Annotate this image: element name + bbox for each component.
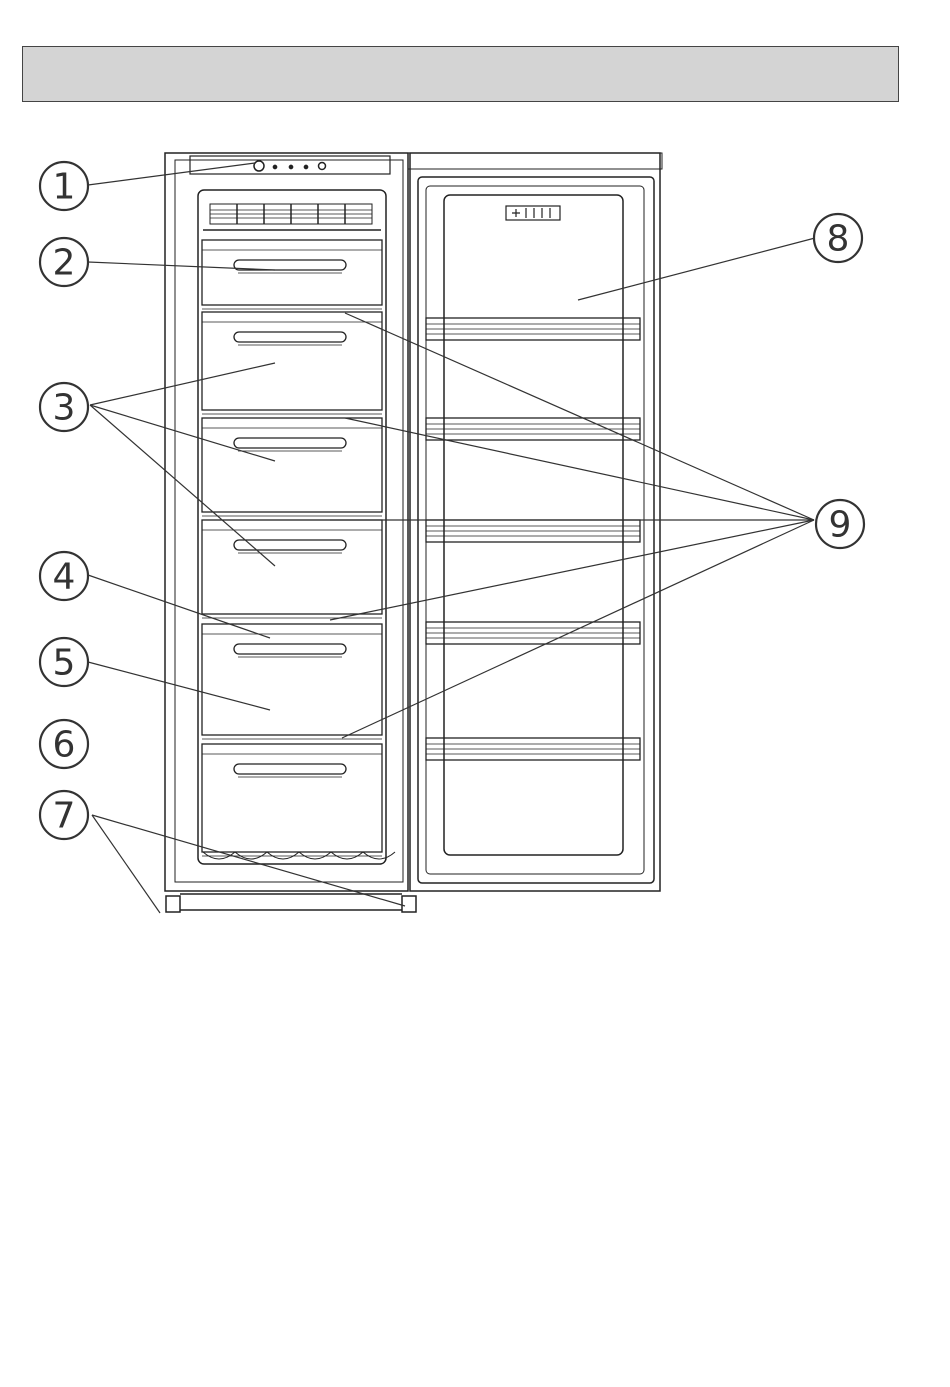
adjustable-foot-right bbox=[402, 896, 416, 912]
door-shelf bbox=[426, 738, 640, 760]
callout-3: 3 bbox=[40, 383, 88, 431]
callout-5: 5 bbox=[40, 638, 88, 686]
thermostat-knob bbox=[254, 161, 264, 171]
leader-line bbox=[88, 575, 270, 638]
leader-lines bbox=[88, 163, 815, 913]
callout-number: 2 bbox=[53, 243, 76, 284]
callout-number: 6 bbox=[53, 725, 76, 766]
air-vent-grille bbox=[203, 204, 381, 230]
callout-number: 3 bbox=[53, 388, 76, 429]
door-shelf bbox=[426, 622, 640, 644]
drawer bbox=[202, 520, 382, 618]
drawer bbox=[202, 418, 382, 516]
adjustable-foot-left bbox=[166, 896, 180, 912]
callout-number: 5 bbox=[53, 643, 76, 684]
freezer-door bbox=[408, 153, 662, 891]
callout-number: 8 bbox=[827, 219, 850, 260]
leader-line bbox=[90, 405, 275, 566]
callout-8: 8 bbox=[814, 214, 862, 262]
callout-number: 4 bbox=[53, 557, 76, 598]
callout-number: 1 bbox=[53, 167, 76, 208]
drawer-stack bbox=[202, 240, 382, 856]
leader-line bbox=[345, 313, 814, 520]
leader-line bbox=[88, 662, 270, 710]
callout-number: 7 bbox=[53, 796, 76, 837]
drawer-handle bbox=[234, 764, 346, 774]
drawer bbox=[202, 744, 382, 856]
callout-6: 6 bbox=[40, 720, 88, 768]
drawer bbox=[202, 240, 382, 309]
callout-1: 1 bbox=[40, 162, 88, 210]
leader-line bbox=[342, 520, 814, 738]
door-shelf bbox=[426, 318, 640, 340]
callout-7: 7 bbox=[40, 791, 88, 839]
leader-line bbox=[88, 262, 275, 270]
leader-line bbox=[90, 405, 275, 461]
callout-number: 9 bbox=[829, 505, 852, 546]
leader-line bbox=[90, 363, 275, 405]
drawer-handle bbox=[234, 438, 346, 448]
callout-9: 9 bbox=[816, 500, 864, 548]
door-shelf-stack bbox=[426, 318, 640, 760]
door-shelf bbox=[426, 520, 640, 542]
leader-line bbox=[92, 815, 160, 913]
leader-line bbox=[578, 238, 815, 300]
drawer bbox=[202, 624, 382, 739]
drawer-handle bbox=[234, 332, 346, 342]
callout-2: 2 bbox=[40, 238, 88, 286]
drawer-handle bbox=[234, 644, 346, 654]
leader-line bbox=[345, 418, 814, 520]
leader-line bbox=[92, 815, 405, 906]
callout-4: 4 bbox=[40, 552, 88, 600]
drawer bbox=[202, 312, 382, 414]
